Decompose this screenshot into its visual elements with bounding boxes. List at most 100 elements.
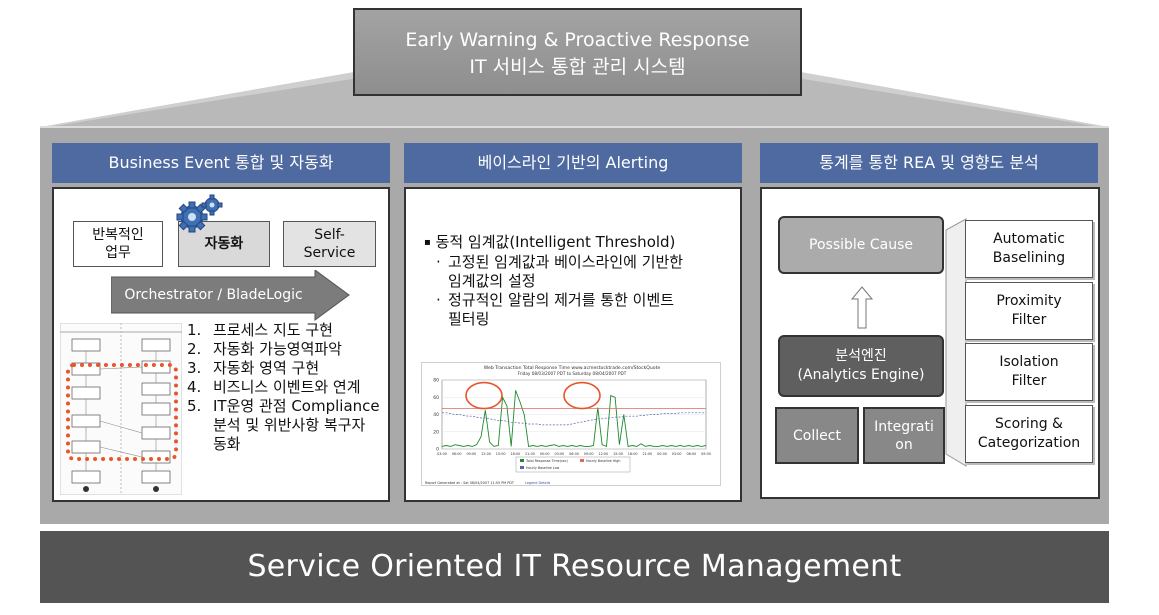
chart-x-tick-label: 00:00 — [657, 452, 667, 456]
list-item: 2. 자동화 가능영역파악 — [187, 340, 387, 359]
chart-y-tick-label: 40 — [433, 412, 439, 418]
list-item-number: 3. — [187, 359, 202, 377]
self-service-line2: Service — [303, 245, 356, 261]
chart-x-tick-label: 03:00 — [554, 452, 564, 456]
automation-box: 자동화 — [178, 221, 270, 267]
collect-box: Collect — [775, 407, 859, 464]
chart-x-tick-label: 06:00 — [452, 452, 462, 456]
chart-x-tick-label: 15:00 — [613, 452, 623, 456]
chart-legend-swatch — [520, 459, 524, 462]
orchestrator-label: Orchestrator / BladeLogic — [124, 287, 303, 303]
response-time-chart: Web Transaction Total Response Time www.… — [421, 362, 721, 486]
chart-legend-box — [515, 456, 631, 473]
filter-line2: Filter — [1011, 373, 1047, 389]
gears-icon — [176, 194, 223, 233]
automatic-baselining-box: Automatic Baselining — [965, 220, 1093, 278]
chart-x-tick-label: 18:00 — [628, 452, 638, 456]
automation-label: 자동화 — [204, 236, 244, 252]
chart-y-tick-label: 0 — [436, 447, 439, 453]
chart-y-tick-label: 20 — [433, 429, 439, 435]
repetitive-task-line1: 반복적인 — [92, 227, 144, 243]
foundation-banner: Service Oriented IT Resource Management — [40, 531, 1109, 603]
integration-box: Integrati on — [863, 407, 945, 464]
possible-cause-label: Possible Cause — [809, 236, 913, 253]
alerting-bullets: ▪ 동적 임계값(Intelligent Threshold) · 고정된 임계값… — [424, 233, 736, 329]
list-item: 3. 자동화 영역 구현 — [187, 359, 387, 378]
dot-bullet-icon: · — [436, 291, 441, 309]
chart-highlight-circle — [465, 381, 503, 410]
integration-line1: Integrati — [874, 418, 934, 435]
list-item-text: 동화 — [213, 435, 241, 453]
self-service-box: Self- Service — [283, 221, 376, 267]
automation-steps-list: 1.프로세스 지도 구현 2.자동화 가능영역파악 3.자동화 영역 구현 4.… — [187, 321, 387, 454]
chart-x-tick-label: 00:00 — [540, 452, 550, 456]
possible-cause-box: Possible Cause — [778, 216, 944, 274]
column-header-automation: Business Event 통합 및 자동화 — [52, 143, 390, 183]
bullet-main-text: 동적 임계값(Intelligent Threshold) — [435, 233, 676, 251]
list-item-text: 자동화 가능영역파악 — [213, 340, 342, 358]
process-map-thumbnail — [60, 323, 182, 495]
sub-bullet-text: 임계값의 설정 — [448, 272, 536, 290]
repetitive-task-line2: 업무 — [105, 245, 131, 261]
filter-line2: Baselining — [992, 250, 1066, 266]
list-item: 분석 및 위반사항 복구자 — [187, 416, 387, 435]
chart-x-tick-label: 18:00 — [510, 452, 520, 456]
main-title: Early Warning & Proactive Response IT 서비… — [353, 8, 802, 96]
roof-shape — [40, 72, 1109, 127]
column-header-alerting: 베이스라인 기반의 Alerting — [404, 143, 742, 183]
list-item-text: 자동화 영역 구현 — [213, 359, 320, 377]
list-item-number: 5. — [187, 397, 202, 415]
square-bullet-icon: ▪ — [424, 237, 431, 248]
chart-x-tick-label: 09:00 — [701, 452, 711, 456]
filter-line1: Proximity — [996, 293, 1062, 309]
chart-x-tick-label: 21:00 — [525, 452, 535, 456]
chart-legend-entry: Hourly Baseline Low — [526, 466, 560, 470]
collect-label: Collect — [793, 427, 841, 444]
list-item-number: 2. — [187, 340, 202, 358]
chart-x-tick-label: 03:00 — [672, 452, 682, 456]
response-time-chart-svg: Web Transaction Total Response Time www.… — [425, 365, 711, 485]
sub-bullet: ·정규적인 알람의 제거를 통한 이벤트 필터링 — [424, 291, 736, 329]
dot-bullet-icon: · — [436, 253, 441, 271]
sub-bullet-text: 고정된 임계값과 베이스라인에 기반한 — [448, 253, 684, 271]
chart-highlight-circle — [563, 381, 601, 410]
chart-x-tick-label: 09:00 — [466, 452, 476, 456]
chart-footer-text: Report Generated at : Sat 08/04/2007 11:… — [425, 481, 515, 485]
chart-x-tick-label: 03:00 — [437, 452, 447, 456]
list-item-text: 분석 및 위반사항 복구자 — [213, 416, 366, 434]
column-header-rea: 통계를 통한 REA 및 영향도 분석 — [760, 143, 1098, 183]
filter-line1: Scoring & — [995, 416, 1063, 432]
filter-line2: Filter — [1011, 312, 1047, 328]
sub-bullet: · 고정된 임계값과 베이스라인에 기반한 임계값의 설정 — [424, 253, 736, 291]
chart-x-tick-label: 12:00 — [598, 452, 608, 456]
orchestrator-arrow — [111, 270, 350, 321]
filter-line1: Isolation — [999, 354, 1059, 370]
chart-x-tick-label: 12:00 — [481, 452, 491, 456]
chart-legend-entry: Total Response Time(sec) — [525, 459, 568, 463]
chart-footer-link: Legend Details — [525, 481, 551, 485]
scoring-categorization-box: Scoring & Categorization — [965, 405, 1093, 463]
analytics-engine-line1: 분석엔진 — [835, 348, 887, 364]
filter-line2: Categorization — [977, 435, 1081, 451]
chart-x-tick-label: 21:00 — [642, 452, 652, 456]
integration-line2: on — [895, 436, 913, 453]
chart-x-tick-label: 15:00 — [496, 452, 506, 456]
bullet-main: ▪ 동적 임계값(Intelligent Threshold) — [424, 233, 736, 252]
list-item-number: 1. — [187, 321, 202, 339]
chart-legend-swatch — [520, 466, 524, 469]
chart-y-tick-label: 60 — [433, 395, 439, 401]
analytics-engine-box: 분석엔진 (Analytics Engine) — [778, 335, 944, 397]
up-arrow-icon — [850, 286, 874, 329]
filter-line1: Automatic — [993, 231, 1065, 247]
list-item: 5. IT운영 관점 Compliance — [187, 397, 387, 416]
list-item: 동화 — [187, 435, 387, 454]
list-item: 1.프로세스 지도 구현 — [187, 321, 387, 340]
chart-x-tick-label: 06:00 — [569, 452, 579, 456]
chart-y-tick-label: 80 — [433, 378, 439, 384]
list-item-text: IT운영 관점 Compliance — [213, 397, 380, 415]
chart-title: Web Transaction Total Response Time www.… — [484, 365, 661, 371]
proximity-filter-box: Proximity Filter — [965, 282, 1093, 340]
chart-legend-entry: Hourly Baseline High — [586, 459, 620, 463]
analytics-engine-line2: (Analytics Engine) — [797, 367, 925, 383]
sub-bullet-text: 필터링 — [448, 310, 490, 328]
